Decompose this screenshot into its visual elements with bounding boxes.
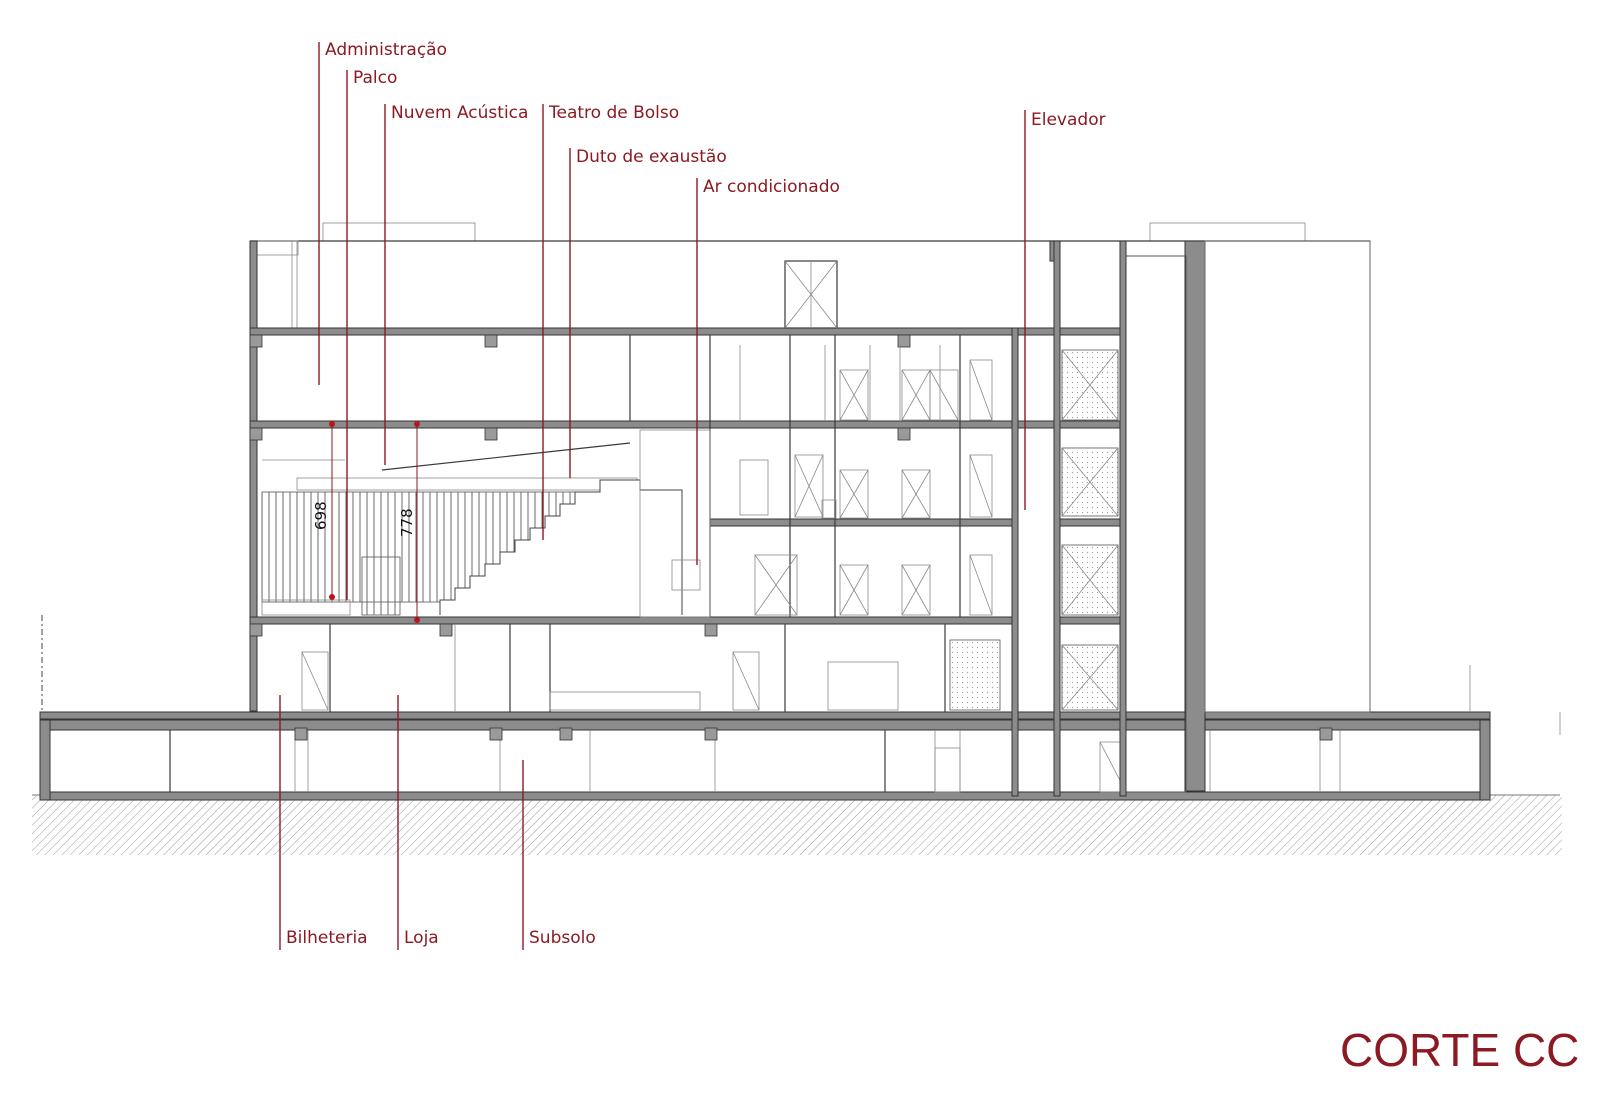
ground: [32, 794, 1562, 855]
elevator-cabins: [949, 349, 1119, 711]
basement: [39, 719, 1491, 801]
ground-floor-rooms: [249, 624, 946, 712]
label-palco: Palco: [353, 68, 397, 88]
toilet-stalls: [739, 359, 993, 616]
label-duto-de-exaustao: Duto de exaustão: [576, 147, 727, 167]
label-subsolo: Subsolo: [529, 928, 596, 948]
dimension-698: 698: [312, 501, 330, 530]
label-ar-condicionado: Ar condicionado: [703, 177, 840, 197]
label-elevador: Elevador: [1031, 110, 1106, 130]
label-nuvem-acustica: Nuvem Acústica: [391, 103, 528, 123]
drawing-title: CORTE CC: [1340, 1024, 1579, 1076]
ground-floor-slab: [39, 711, 1491, 720]
label-loja: Loja: [404, 928, 439, 948]
dimension-778: 778: [398, 508, 416, 537]
label-bilheteria: Bilheteria: [286, 928, 368, 948]
label-teatro-de-bolso: Teatro de Bolso: [548, 103, 679, 123]
building-frame: [249, 222, 1371, 797]
leader-lines: [279, 42, 1026, 950]
theatre: [261, 421, 711, 623]
label-administracao: Administração: [325, 40, 447, 60]
